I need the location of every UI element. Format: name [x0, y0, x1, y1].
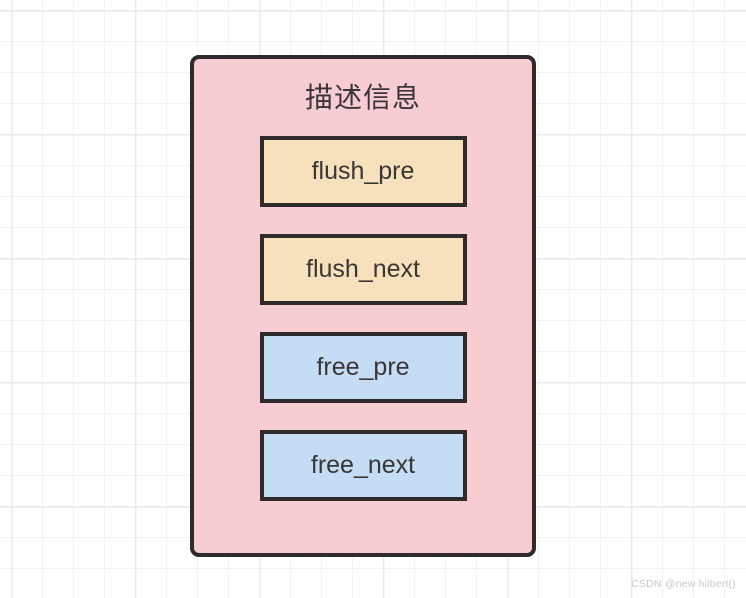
field-box-free-next: free_next — [259, 430, 467, 502]
descriptor-block-title: 描述信息 — [304, 82, 421, 113]
field-label: free_pre — [316, 353, 410, 382]
field-box-flush-next: flush_next — [259, 234, 467, 306]
field-label: free_next — [310, 451, 416, 480]
field-box-flush-pre: flush_pre — [259, 136, 467, 208]
field-label: flush_next — [306, 255, 420, 284]
field-label: flush_pre — [311, 157, 415, 186]
descriptor-block: 描述信息 flush_pre flush_next free_pre free_… — [190, 55, 536, 557]
field-list: flush_pre flush_next free_pre free_next — [259, 136, 467, 502]
field-box-free-pre: free_pre — [259, 332, 467, 404]
watermark: CSDN @new hilbert() — [631, 578, 736, 590]
